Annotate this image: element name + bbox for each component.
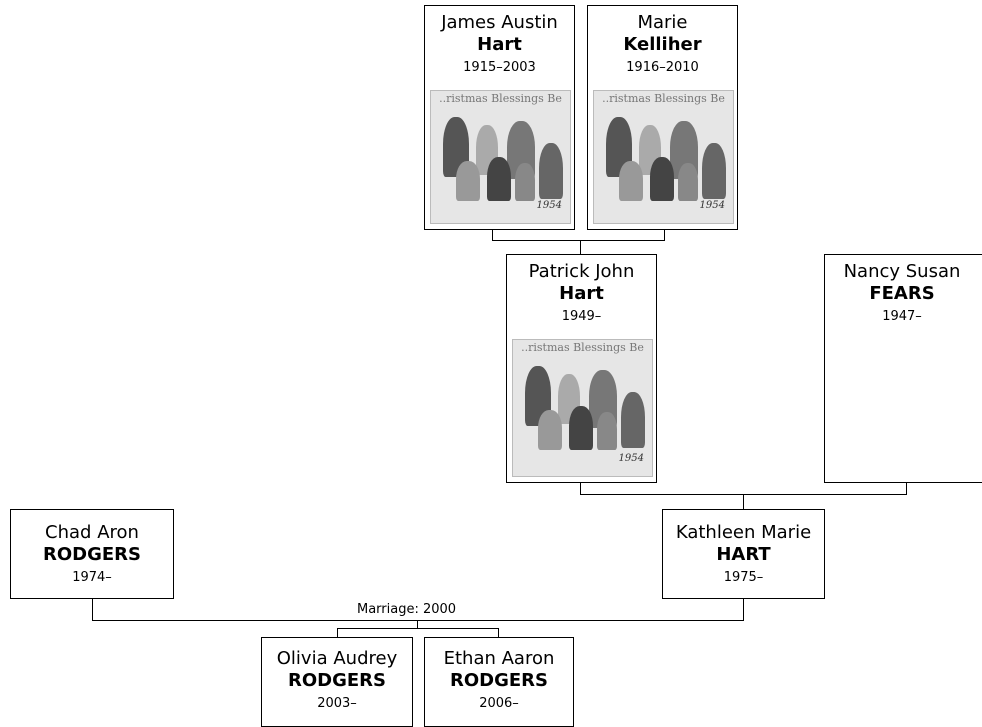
life-dates: 2006– bbox=[479, 696, 519, 711]
given-name: Olivia Audrey bbox=[276, 648, 398, 669]
life-dates: 1949– bbox=[561, 309, 602, 324]
connector-james-down bbox=[492, 230, 493, 241]
family-photo: ..ristmas Blessings Be 1954 bbox=[512, 339, 653, 477]
photo-figure bbox=[597, 412, 617, 450]
photo-year: 1954 bbox=[536, 200, 562, 211]
surname: RODGERS bbox=[43, 544, 141, 565]
life-dates: 1975– bbox=[723, 570, 764, 585]
person-card-marie-kelliher[interactable]: Marie Kelliher 1916–2010 ..ristmas Bless… bbox=[587, 5, 738, 230]
surname: RODGERS bbox=[288, 670, 386, 691]
life-dates: 1915–2003 bbox=[463, 60, 536, 75]
connector-olivia-up bbox=[337, 628, 338, 637]
connector-nancy-down bbox=[906, 483, 907, 495]
photo-figure bbox=[678, 163, 698, 201]
photo-year: 1954 bbox=[699, 200, 725, 211]
person-card-ethan-rodgers[interactable]: Ethan Aaron RODGERS 2006– bbox=[424, 637, 574, 727]
given-name: Ethan Aaron bbox=[443, 648, 555, 669]
photo-figure bbox=[515, 163, 535, 201]
family-photo: ..ristmas Blessings Be 1954 bbox=[430, 90, 571, 224]
connector-patrick-down bbox=[580, 483, 581, 495]
surname: Hart bbox=[477, 34, 522, 55]
person-card-nancy-fears[interactable]: Nancy Susan FEARS 1947– bbox=[824, 254, 982, 483]
life-dates: 1947– bbox=[882, 309, 922, 324]
photo-caption: ..ristmas Blessings Be bbox=[602, 92, 725, 105]
connector-grandparents-line bbox=[492, 240, 665, 241]
connector-chad-down bbox=[92, 599, 93, 621]
photo-caption: ..ristmas Blessings Be bbox=[439, 92, 562, 105]
photo-figure bbox=[456, 161, 480, 201]
connector-kathleen-down bbox=[743, 599, 744, 621]
photo-figure bbox=[621, 392, 645, 448]
person-card-kathleen-hart[interactable]: Kathleen Marie HART 1975– bbox=[662, 509, 825, 599]
given-name: James Austin bbox=[441, 12, 558, 33]
connector-marriage-line bbox=[92, 620, 744, 621]
connector-marie-down bbox=[664, 230, 665, 241]
given-name: Marie bbox=[637, 12, 688, 33]
surname: FEARS bbox=[869, 283, 935, 304]
life-dates: 1916–2010 bbox=[626, 60, 699, 75]
photo-year: 1954 bbox=[618, 453, 644, 464]
surname: Kelliher bbox=[623, 34, 702, 55]
connector-to-kathleen bbox=[743, 494, 744, 509]
person-card-james-hart[interactable]: James Austin Hart 1915–2003 ..ristmas Bl… bbox=[424, 5, 575, 230]
connector-to-children bbox=[417, 620, 418, 629]
photo-figure bbox=[539, 143, 563, 199]
given-name: Chad Aron bbox=[45, 522, 139, 543]
life-dates: 1974– bbox=[72, 570, 112, 585]
given-name: Patrick John bbox=[528, 261, 635, 282]
person-card-chad-rodgers[interactable]: Chad Aron RODGERS 1974– bbox=[10, 509, 174, 599]
given-name: Nancy Susan bbox=[843, 261, 961, 282]
photo-figure bbox=[487, 157, 511, 201]
surname: RODGERS bbox=[450, 670, 548, 691]
person-card-patrick-hart[interactable]: Patrick John Hart 1949– ..ristmas Blessi… bbox=[506, 254, 657, 483]
photo-caption: ..ristmas Blessings Be bbox=[521, 341, 644, 354]
photo-figure bbox=[619, 161, 643, 201]
family-photo: ..ristmas Blessings Be 1954 bbox=[593, 90, 734, 224]
person-card-olivia-rodgers[interactable]: Olivia Audrey RODGERS 2003– bbox=[261, 637, 413, 727]
connector-to-patrick bbox=[580, 240, 581, 254]
connector-ethan-up bbox=[498, 628, 499, 637]
photo-figure bbox=[538, 410, 562, 450]
given-name: Kathleen Marie bbox=[675, 522, 812, 543]
photo-figure bbox=[702, 143, 726, 199]
surname: HART bbox=[716, 544, 771, 565]
marriage-label: Marriage: 2000 bbox=[355, 602, 459, 617]
photo-figure bbox=[569, 406, 593, 450]
life-dates: 2003– bbox=[317, 696, 357, 711]
photo-figure bbox=[650, 157, 674, 201]
surname: Hart bbox=[559, 283, 604, 304]
connector-children-line bbox=[337, 628, 499, 629]
